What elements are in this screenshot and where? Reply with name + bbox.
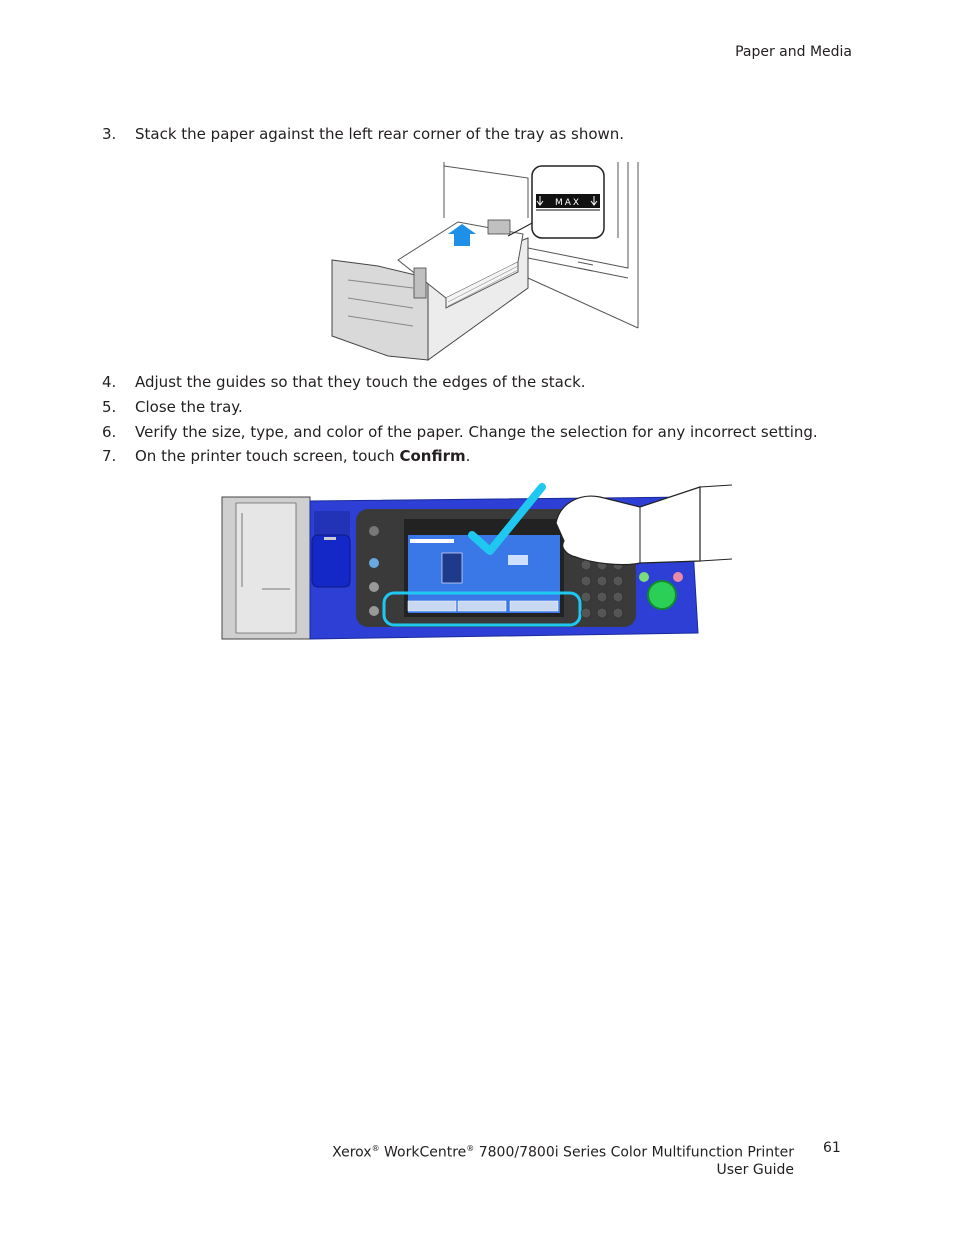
up-arrow-icon bbox=[448, 224, 476, 246]
step-3: 3. Stack the paper against the left rear … bbox=[102, 124, 624, 144]
step-number: 5. bbox=[102, 398, 117, 416]
running-header: Paper and Media bbox=[735, 44, 852, 60]
step-text: Stack the paper against the left rear co… bbox=[135, 125, 625, 143]
step-5: 5. Close the tray. bbox=[102, 397, 243, 417]
control-panel-illustration bbox=[221, 483, 733, 640]
step-text: Verify the size, type, and color of the … bbox=[135, 423, 818, 441]
check-mark-icon bbox=[468, 483, 546, 555]
step-7: 7. On the printer touch screen, touch Con… bbox=[102, 447, 471, 465]
step-number: 7. bbox=[102, 447, 117, 465]
step-6: 6. Verify the size, type, and color of th… bbox=[102, 422, 818, 442]
step-text: On the printer touch screen, touch bbox=[135, 447, 400, 465]
page-number: 61 bbox=[823, 1140, 841, 1156]
hand-icon bbox=[555, 486, 701, 566]
step-text: Adjust the guides so that they touch the… bbox=[135, 373, 586, 391]
max-label: MAX bbox=[555, 198, 581, 208]
step-4: 4. Adjust the guides so that they touch t… bbox=[102, 372, 586, 392]
confirm-label: Confirm bbox=[399, 447, 466, 465]
down-arrow-icon bbox=[536, 196, 544, 206]
footer-guide: User Guide bbox=[716, 1161, 794, 1178]
paper-tray-illustration: MAX bbox=[331, 162, 639, 361]
step-number: 6. bbox=[102, 423, 117, 441]
down-arrow-icon bbox=[590, 196, 598, 206]
footer-title: Xerox® WorkCentre® 7800/7800i Series Col… bbox=[332, 1144, 794, 1178]
step-number: 4. bbox=[102, 373, 117, 391]
step-text: Close the tray. bbox=[135, 398, 243, 416]
step-number: 3. bbox=[102, 125, 117, 143]
